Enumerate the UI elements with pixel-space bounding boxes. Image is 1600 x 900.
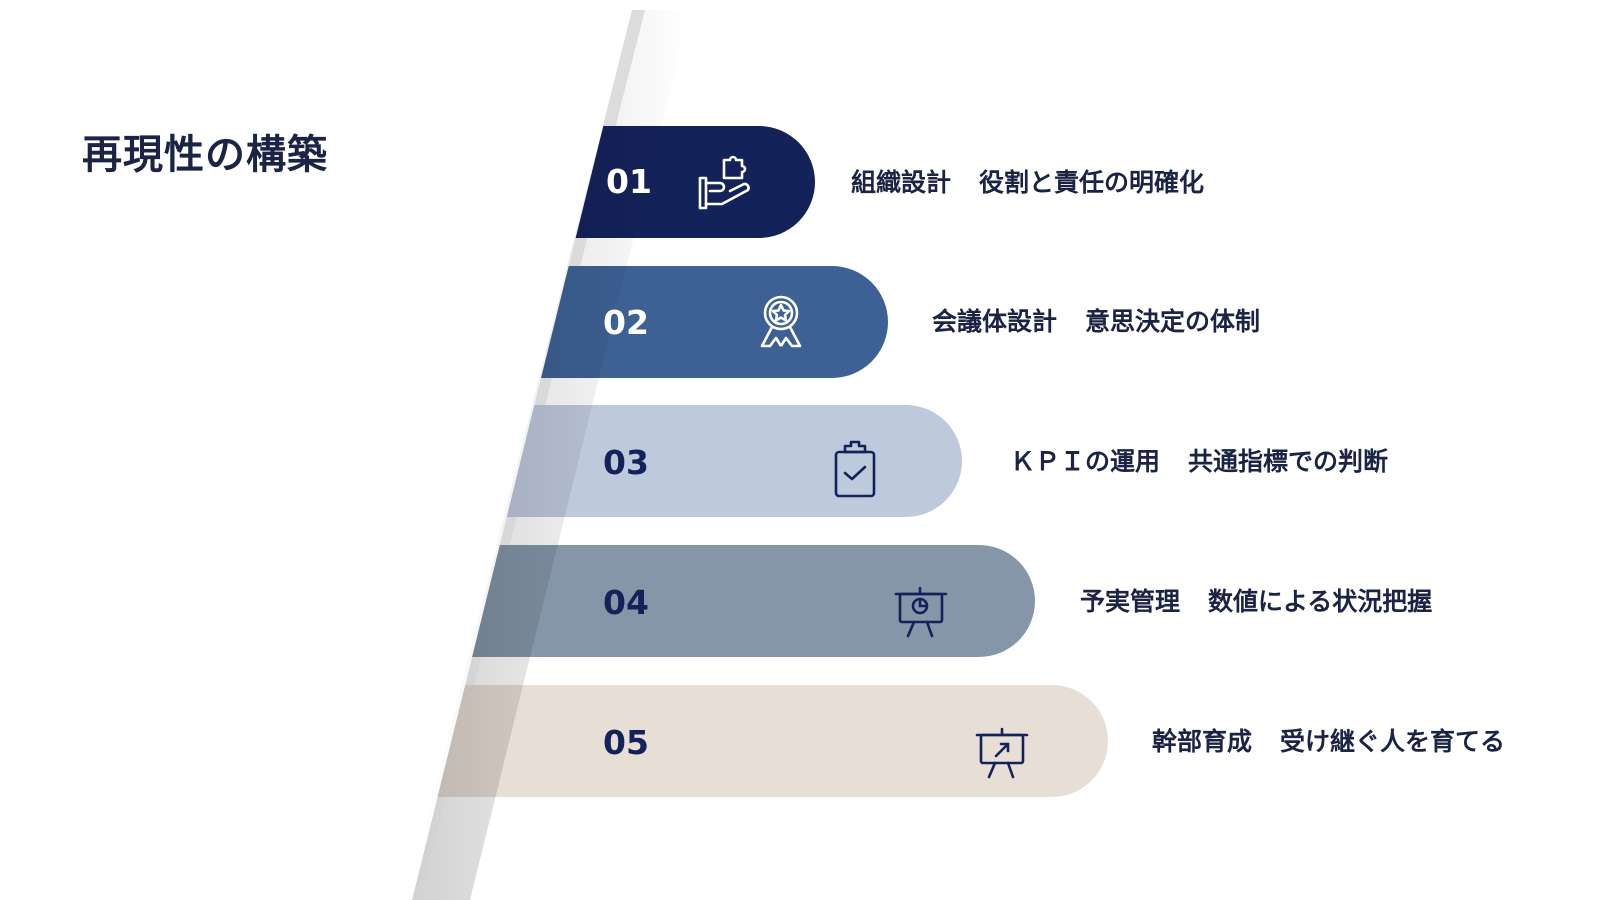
award-ribbon-icon [760,295,802,348]
step-bar-4 [412,545,1035,657]
step-label-3: ＫＰＩの運用共通指標での判断 [1010,447,1388,476]
presentation-growth-icon [975,727,1029,779]
step-number-5: 05 [603,723,649,762]
step-label-5: 幹部育成受け継ぐ人を育てる [1152,727,1505,756]
step-label-1: 組織設計役割と責任の明確化 [851,168,1204,197]
step-number-1: 01 [606,162,652,201]
step-number-2: 02 [603,303,649,342]
step-description: 意思決定の体制 [1085,307,1260,336]
step-number-4: 04 [603,583,649,622]
step-number-3: 03 [603,443,649,482]
clipboard-check-icon [834,440,876,498]
step-label-2: 会議体設計意思決定の体制 [932,307,1260,336]
hand-puzzle-icon [698,155,750,210]
step-description: 役割と責任の明確化 [979,168,1204,197]
step-title: ＫＰＩの運用 [1010,448,1160,476]
step-label-4: 予実管理数値による状況把握 [1080,587,1432,616]
step-title: 会議体設計 [932,307,1057,336]
step-bar-3 [412,405,962,517]
step-description: 共通指標での判断 [1188,447,1388,476]
step-title: 予実管理 [1080,587,1180,616]
step-description: 数値による状況把握 [1208,588,1432,616]
step-title: 幹部育成 [1152,727,1252,756]
step-description: 受け継ぐ人を育てる [1280,727,1505,756]
step-bar-5 [412,685,1108,797]
page-title: 再現性の構築 [82,133,328,177]
step-title: 組織設計 [851,168,951,197]
presentation-chart-icon [894,586,948,638]
bar-edge-shade [412,10,690,900]
